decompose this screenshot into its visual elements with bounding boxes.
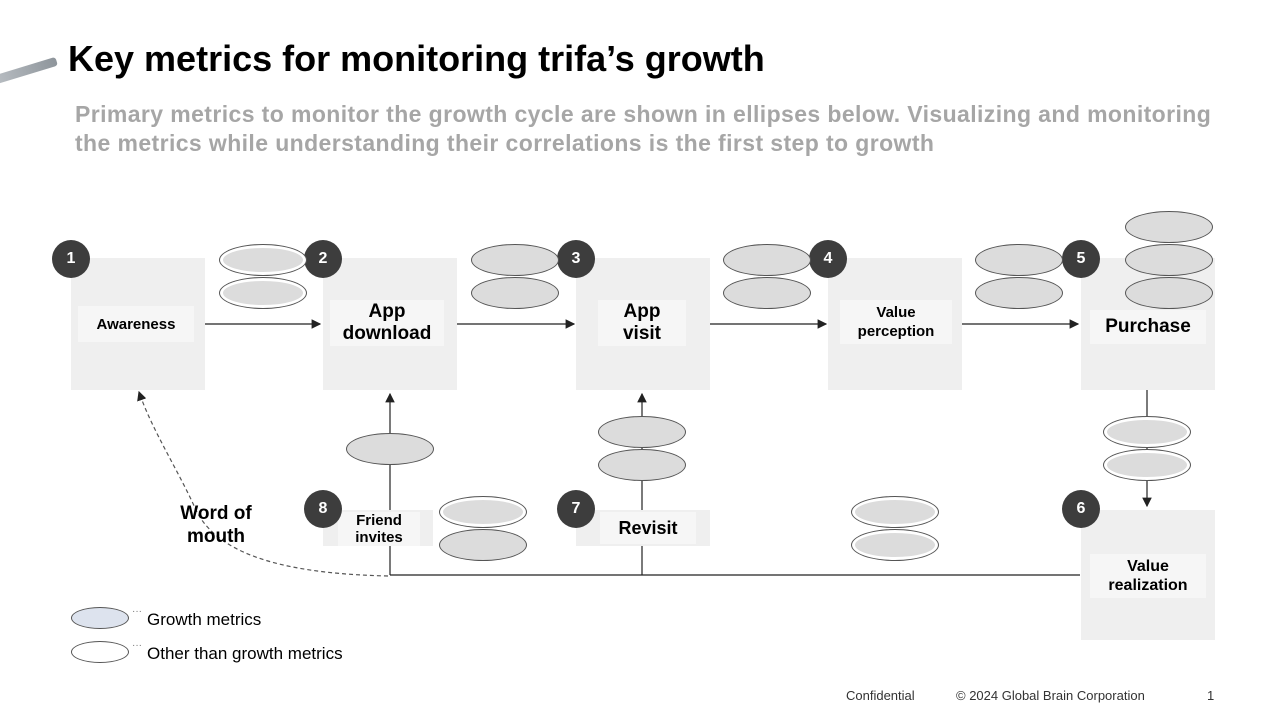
metric-ellipse — [471, 244, 559, 276]
footer-copyright: © 2024 Global Brain Corporation — [956, 688, 1145, 703]
legend-growth-ellipse — [71, 607, 129, 629]
step-label-purchase: Purchase — [1090, 310, 1206, 344]
page-title: Key metrics for monitoring trifa’s growt… — [68, 38, 765, 79]
word-of-mouth-label: Word of mouth — [180, 503, 252, 547]
step-number-6: 6 — [1062, 490, 1100, 528]
step-number-3: 3 — [557, 240, 595, 278]
legend-growth-dots: ··· — [132, 606, 142, 617]
step-number-2: 2 — [304, 240, 342, 278]
metric-ellipse — [439, 529, 527, 561]
legend-other-label: Other than growth metrics — [147, 644, 343, 663]
step-label-revisit: Revisit — [600, 512, 696, 544]
step-label-awareness: Awareness — [78, 306, 194, 342]
footer-page-number: 1 — [1207, 688, 1215, 703]
metric-ellipse — [598, 449, 686, 481]
step-number-1: 1 — [52, 240, 90, 278]
metric-ellipse — [1103, 449, 1191, 481]
metric-ellipse — [439, 496, 527, 528]
word-of-mouth-curve — [137, 390, 389, 577]
metric-ellipse — [471, 277, 559, 309]
legend-other-dots: ··· — [132, 640, 142, 651]
metric-ellipse — [598, 416, 686, 448]
step-number-8: 8 — [304, 490, 342, 528]
legend-other-ellipse — [71, 641, 129, 663]
metric-ellipse — [1125, 244, 1213, 276]
footer-confidential: Confidential — [846, 688, 915, 703]
step-label-value-realization: Value realization — [1090, 554, 1206, 598]
page-subtitle: Primary metrics to monitor the growth cy… — [75, 101, 1212, 156]
legend-growth-label: Growth metrics — [147, 610, 262, 629]
step-number-7: 7 — [557, 490, 595, 528]
metric-ellipse — [975, 244, 1063, 276]
metric-ellipse — [219, 277, 307, 309]
metric-ellipse — [975, 277, 1063, 309]
metric-ellipse — [1103, 416, 1191, 448]
step-label-value-perception: Value perception — [840, 300, 952, 344]
metric-ellipse — [851, 496, 939, 528]
metric-ellipse — [851, 529, 939, 561]
step-number-4: 4 — [809, 240, 847, 278]
metric-ellipse — [723, 244, 811, 276]
step-number-5: 5 — [1062, 240, 1100, 278]
metric-ellipse — [723, 277, 811, 309]
step-label-app-visit: App visit — [598, 300, 686, 346]
metric-ellipse — [1125, 211, 1213, 243]
step-label-friend-invites: Friend invites — [338, 512, 420, 546]
metric-ellipse — [346, 433, 434, 465]
step-label-app-download: App download — [330, 300, 444, 346]
metric-ellipse — [219, 244, 307, 276]
metric-ellipse — [1125, 277, 1213, 309]
